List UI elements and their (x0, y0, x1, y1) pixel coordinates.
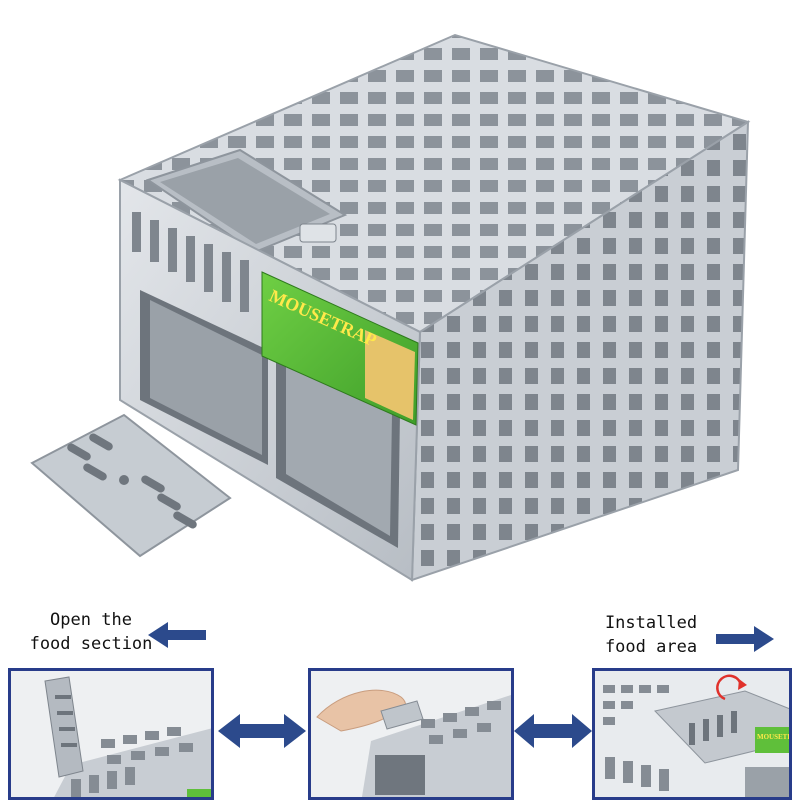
cover-plate-slots (67, 433, 197, 529)
step-panel-installed: MOUSETRAP (592, 668, 792, 800)
rotate-icon (716, 674, 747, 701)
step-panel-open (8, 668, 214, 800)
installed-food-area-caption: Installed food area (604, 613, 698, 657)
arrow-double-icon (514, 714, 592, 748)
step-panel-insert (308, 668, 514, 800)
latch-icon (299, 223, 337, 243)
front-vent-slots (132, 212, 249, 312)
panel-brand-text: MOUSETRAP (757, 733, 792, 741)
arrow-double-icon (218, 714, 306, 748)
mousetrap-product-illustration: MOUSETRAP (30, 33, 751, 582)
arrow-right-icon (716, 626, 774, 652)
arrow-left-icon (148, 622, 206, 648)
open-food-section-caption: Open the food section (29, 610, 153, 654)
